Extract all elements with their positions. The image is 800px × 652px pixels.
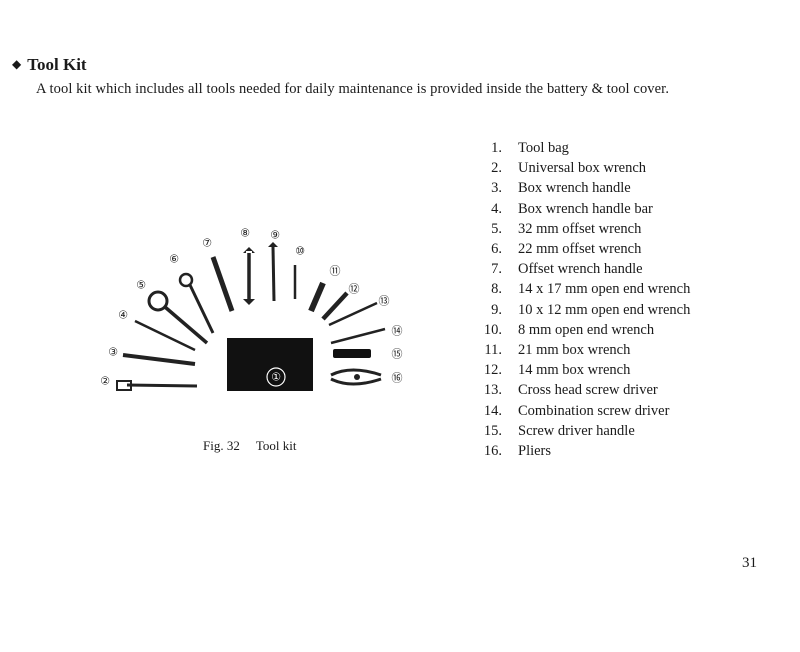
list-item: 9. 10 x 12 mm open end wrench xyxy=(470,300,690,320)
callout-8: ⑧ xyxy=(240,227,250,240)
tool-kit-illustration: ① ② ③ ④ ⑤ ⑥ ⑦ ⑧ ⑨ ⑩ ⑪ ⑫ ⑬ ⑭ ⑮ ⑯ xyxy=(100,227,403,391)
part-name: 32 mm offset wrench xyxy=(518,220,642,237)
list-item: 4. Box wrench handle bar xyxy=(470,199,690,219)
list-item: 5. 32 mm offset wrench xyxy=(470,219,690,239)
list-item: 16. Pliers xyxy=(470,441,690,461)
part-number: 8. xyxy=(491,281,502,298)
part-name: Box wrench handle xyxy=(518,180,631,197)
part-name: Pliers xyxy=(518,443,552,460)
diamond-bullet-icon: ◆ xyxy=(12,57,22,71)
callout-5: ⑤ xyxy=(136,279,146,292)
callout-10: ⑩ xyxy=(295,245,305,258)
section-heading: ◆ Tool Kit xyxy=(12,55,87,75)
callout-4: ④ xyxy=(118,309,128,322)
part-number: 13. xyxy=(483,382,502,399)
part-number: 2. xyxy=(491,160,502,177)
list-item: 3. Box wrench handle xyxy=(470,178,690,198)
callout-12: ⑫ xyxy=(349,283,360,296)
section-title: Tool Kit xyxy=(27,55,87,74)
figure-number: Fig. 32 xyxy=(203,438,240,453)
callout-1: ① xyxy=(271,371,281,384)
part-number: 9. xyxy=(491,301,502,318)
part-number: 12. xyxy=(483,362,502,379)
list-item: 1. Tool bag xyxy=(470,138,690,158)
intro-paragraph: A tool kit which includes all tools need… xyxy=(36,81,670,97)
callout-11: ⑪ xyxy=(330,265,341,278)
part-number: 1. xyxy=(491,140,502,156)
list-item: 6. 22 mm offset wrench xyxy=(470,239,690,259)
callout-9: ⑨ xyxy=(270,229,280,242)
callout-15: ⑮ xyxy=(392,348,403,361)
list-item: 14. Combination screw driver xyxy=(470,401,690,421)
callout-3: ③ xyxy=(108,346,118,359)
part-name: 10 x 12 mm open end wrench xyxy=(518,301,691,318)
part-name: Screw driver handle xyxy=(518,422,635,439)
part-number: 7. xyxy=(491,261,502,278)
figure-caption: Fig. 32 Tool kit xyxy=(203,438,296,454)
part-name: Offset wrench handle xyxy=(518,261,643,278)
callout-13: ⑬ xyxy=(379,295,390,308)
list-item: 7. Offset wrench handle xyxy=(470,259,690,279)
list-item: 11. 21 mm box wrench xyxy=(470,340,690,360)
parts-list: 1. Tool bag 2. Universal box wrench 3. Box … xyxy=(470,138,690,461)
list-item: 15. Screw driver handle xyxy=(470,421,690,441)
part-number: 14. xyxy=(483,402,502,419)
part-name: 14 x 17 mm open end wrench xyxy=(518,281,691,298)
list-item: 8. 14 x 17 mm open end wrench xyxy=(470,279,690,299)
part-name: Tool bag xyxy=(518,140,569,156)
part-name: Cross head screw driver xyxy=(518,382,658,399)
list-item: 13. Cross head screw driver xyxy=(470,380,690,400)
part-name: 22 mm offset wrench xyxy=(518,241,642,258)
part-name: Box wrench handle bar xyxy=(518,200,653,217)
part-number: 6. xyxy=(491,241,502,258)
list-item: 10. 8 mm open end wrench xyxy=(470,320,690,340)
callout-14: ⑭ xyxy=(392,325,403,338)
callout-16: ⑯ xyxy=(392,372,403,385)
callout-2: ② xyxy=(100,375,110,388)
part-number: 3. xyxy=(491,180,502,197)
part-name: Combination screw driver xyxy=(518,402,670,419)
part-number: 10. xyxy=(483,321,502,338)
part-name: 8 mm open end wrench xyxy=(518,321,655,338)
figure-caption-text: Tool kit xyxy=(255,438,297,453)
part-number: 16. xyxy=(483,443,502,460)
part-number: 11. xyxy=(484,342,502,359)
part-number: 15. xyxy=(483,422,502,439)
part-name: Universal box wrench xyxy=(518,160,647,177)
callout-7: ⑦ xyxy=(202,237,212,250)
page-number: 31 xyxy=(742,555,757,571)
part-number: 4. xyxy=(491,200,502,217)
part-number: 5. xyxy=(491,220,502,237)
callout-6: ⑥ xyxy=(169,253,179,266)
part-name: 21 mm box wrench xyxy=(518,342,631,359)
part-name: 14 mm box wrench xyxy=(518,362,631,379)
list-item: 12. 14 mm box wrench xyxy=(470,360,690,380)
list-item: 2. Universal box wrench xyxy=(470,158,690,178)
